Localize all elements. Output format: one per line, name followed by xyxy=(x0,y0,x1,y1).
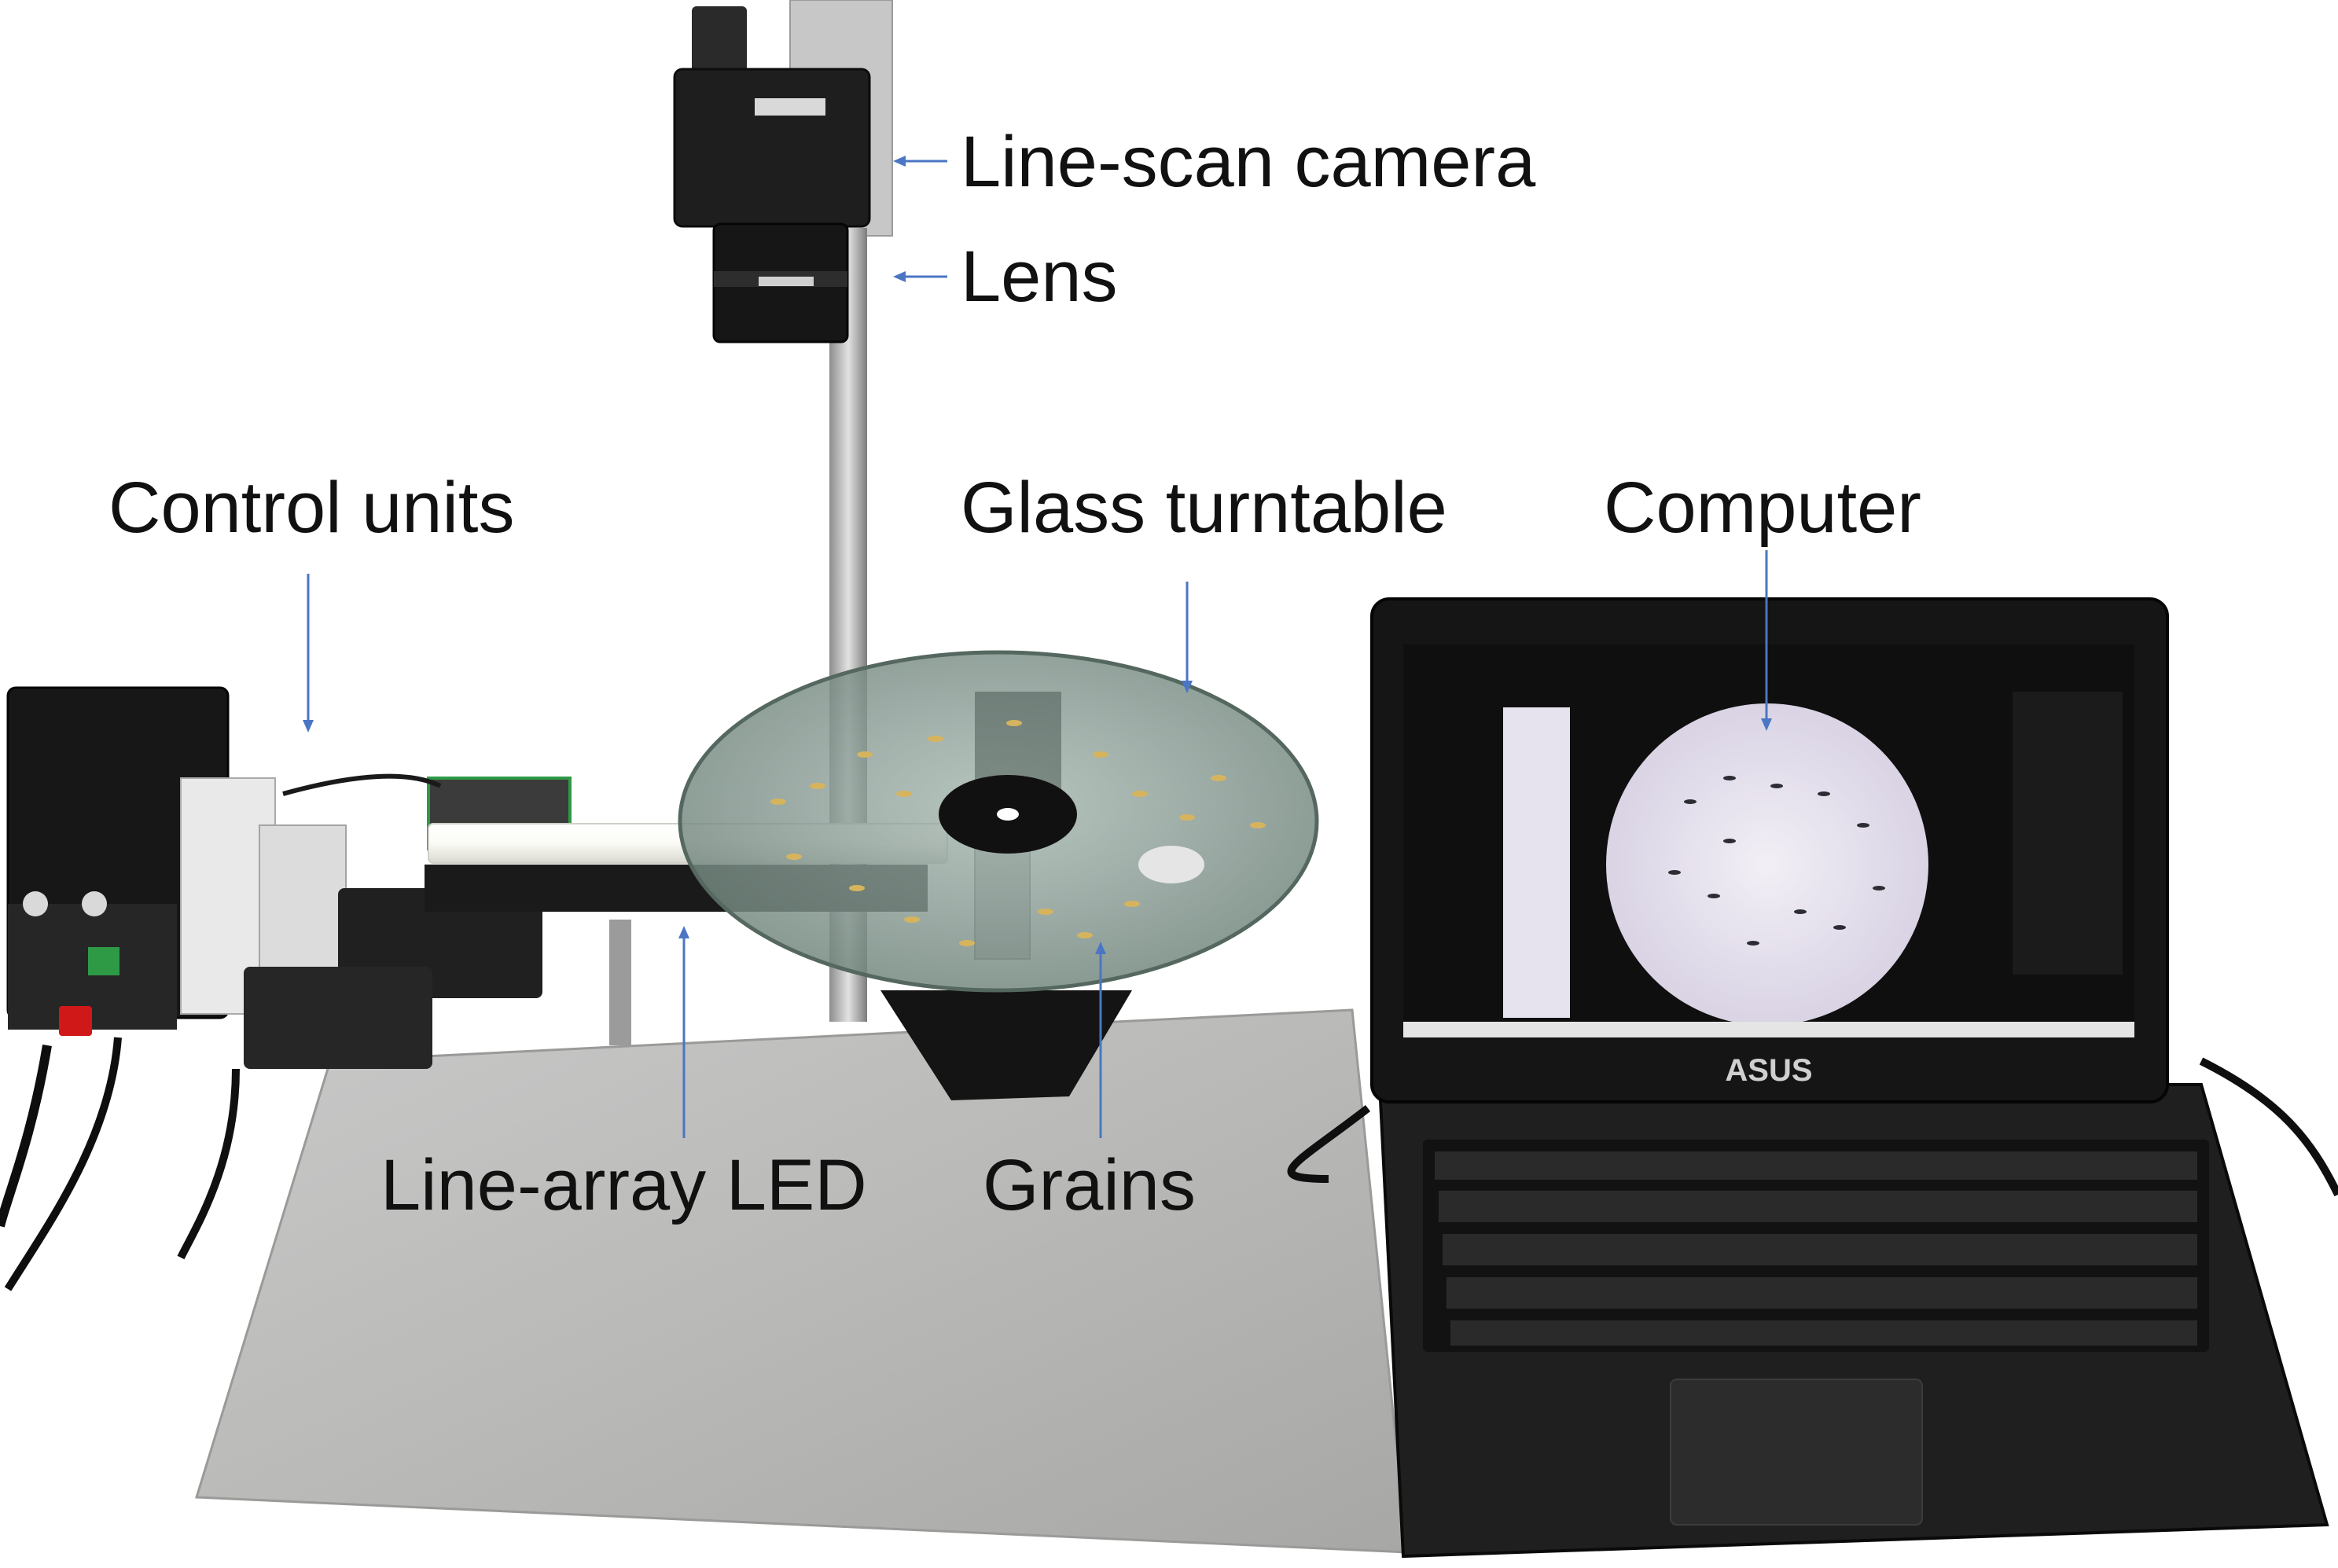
laptop-touchpad xyxy=(1670,1379,1923,1526)
screen-taskbar xyxy=(1403,1022,2134,1037)
led-stand xyxy=(609,920,631,1045)
driver-module xyxy=(244,967,432,1069)
arrow-line-array-led xyxy=(678,926,689,1138)
scanned-dish-image xyxy=(1606,703,1928,1026)
cable xyxy=(0,1045,52,1228)
label-lens: Lens xyxy=(961,237,1118,317)
arrow-glass-turntable xyxy=(1182,582,1193,693)
line-scan-camera-body xyxy=(673,68,871,228)
grains-on-turntable xyxy=(770,720,1266,946)
label-control-units: Control units xyxy=(108,468,515,548)
terminal-block xyxy=(88,947,119,975)
label-line-array-led: Line-array LED xyxy=(380,1145,867,1225)
laptop-brand-logo: ASUS xyxy=(1725,1053,1812,1088)
keyboard-keys xyxy=(1435,1151,2197,1346)
cable xyxy=(282,773,442,796)
arrow-lens xyxy=(893,271,947,282)
camera-cable-connector xyxy=(692,6,747,77)
turntable-base xyxy=(880,990,1132,1100)
power-switch xyxy=(59,1006,92,1036)
arrow-computer xyxy=(1761,550,1772,731)
camera-sticker xyxy=(755,98,825,116)
laptop-cable xyxy=(2199,1057,2338,1197)
laptop-cable xyxy=(1287,1105,1371,1183)
label-grains: Grains xyxy=(983,1145,1196,1225)
lens-sticker xyxy=(759,277,814,286)
arrow-control-units xyxy=(303,574,314,733)
software-sidebar-image xyxy=(1503,707,1570,1018)
controller-knob xyxy=(82,891,107,916)
cable xyxy=(177,1068,240,1260)
arrow-grains xyxy=(1095,942,1106,1138)
label-glass-turntable: Glass turntable xyxy=(961,468,1447,548)
turntable-center-hole xyxy=(997,808,1019,821)
label-line-scan-camera: Line-scan camera xyxy=(961,122,1536,202)
arrow-camera xyxy=(893,156,947,167)
cable xyxy=(4,1037,122,1291)
base-board xyxy=(194,1008,1409,1554)
turntable-side-hole xyxy=(1138,846,1204,883)
scanned-grains xyxy=(1668,776,1885,946)
label-computer: Computer xyxy=(1604,468,1921,548)
screen-right-panel xyxy=(2013,692,2123,975)
controller-knob xyxy=(23,891,48,916)
